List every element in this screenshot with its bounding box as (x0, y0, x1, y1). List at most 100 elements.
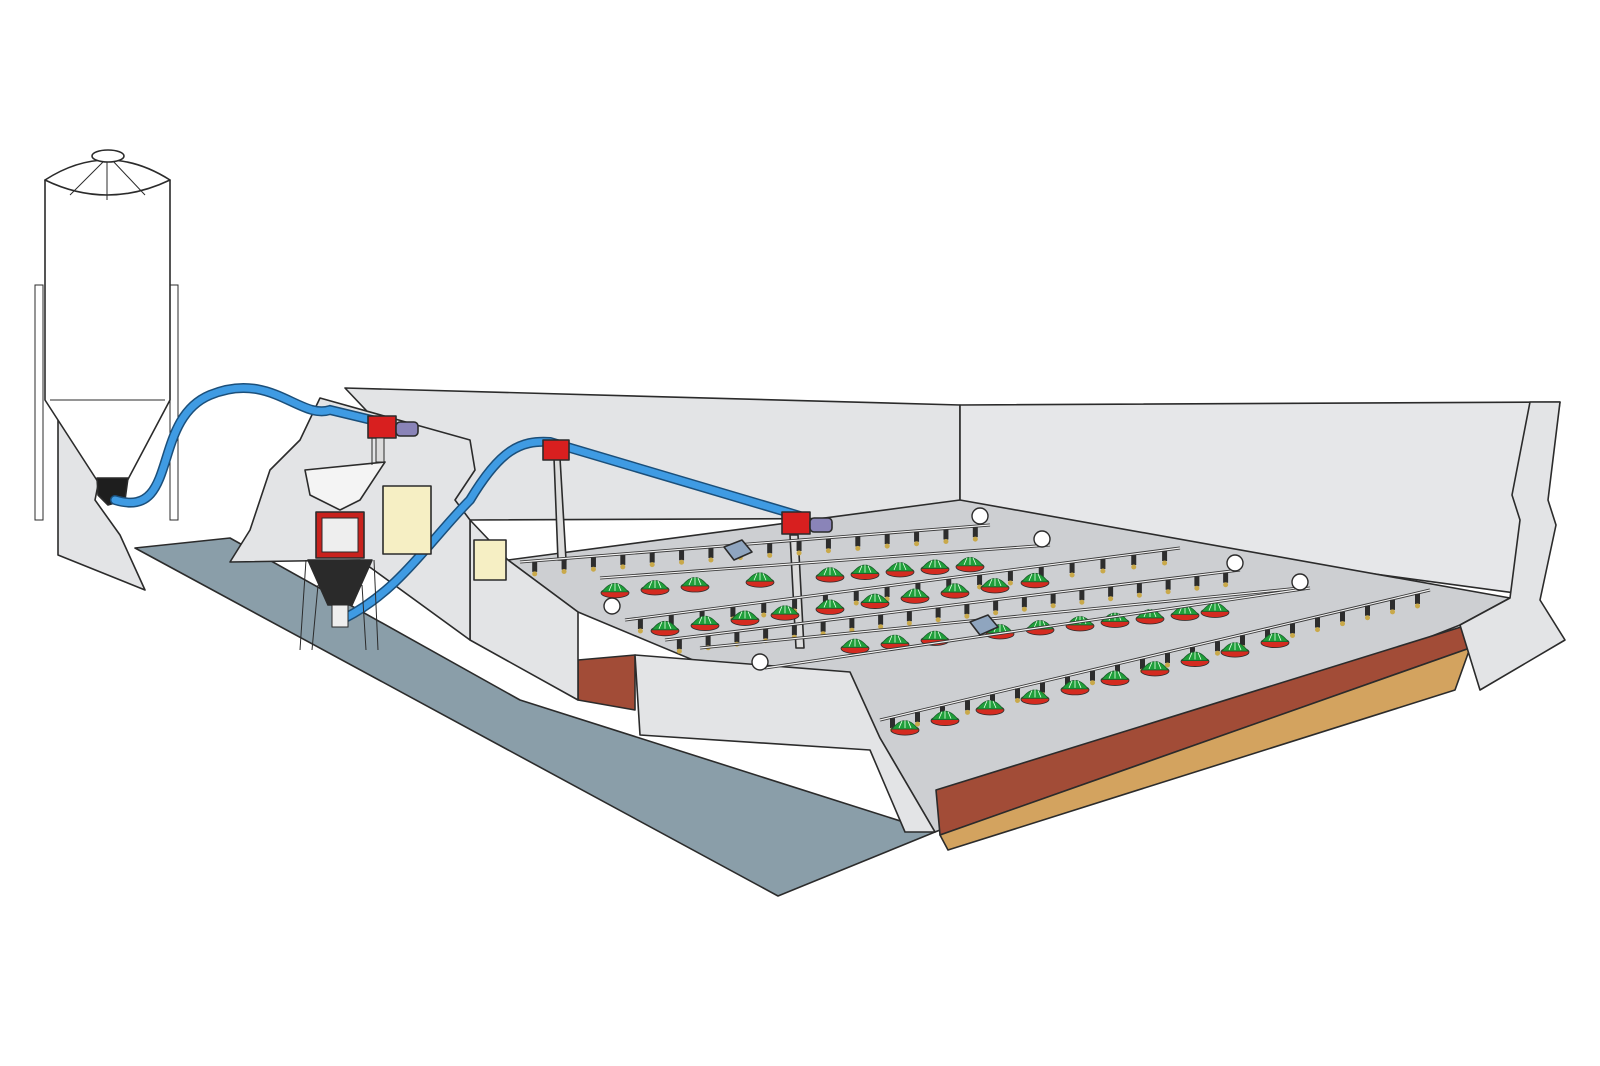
feeder-hanger (990, 694, 995, 705)
feeder-hanger (734, 632, 740, 643)
feeder-drop (1223, 582, 1229, 588)
feeder-drop (590, 566, 596, 572)
feeder-hanger (1069, 563, 1075, 573)
feeder-pan (1020, 572, 1050, 589)
feeder-hanger (914, 531, 920, 542)
feeder-hanger (965, 700, 970, 711)
feeder-drop (935, 617, 941, 623)
feeder-drop (853, 600, 859, 606)
soil-block-left (577, 654, 636, 711)
feeder-hanger (1040, 682, 1045, 693)
feeder-hanger (532, 561, 538, 572)
feeder-hanger (1115, 664, 1120, 675)
feeder-hanger (590, 557, 596, 568)
feeder-hanger (1090, 670, 1095, 681)
corner-turn-wheel (971, 507, 989, 525)
feeder-hanger (935, 607, 941, 618)
feeder-drop (906, 620, 912, 626)
silo-leg-left (34, 284, 44, 521)
feeder-hanger (915, 712, 920, 723)
feeder-hanger (1165, 579, 1171, 590)
silo-top-cap (91, 149, 125, 163)
feeder-hanger (1038, 567, 1044, 577)
feeder-drop (1194, 585, 1200, 591)
feeder-drop (1315, 627, 1320, 633)
feeder-drop (679, 559, 685, 565)
feeder-hanger (878, 614, 884, 625)
feeder-drop (1131, 564, 1137, 570)
feeder-pan (1060, 679, 1090, 696)
feeder-pan (890, 720, 920, 736)
hopper-cone (307, 559, 373, 606)
feeder-drop (1015, 698, 1020, 703)
corner-turn-wheel (603, 597, 621, 615)
feeder-hanger (993, 600, 999, 611)
feeder-hanger (668, 615, 674, 625)
feeder-hanger (676, 639, 682, 650)
feeder-hanger (853, 591, 859, 601)
feeder-pan (730, 610, 760, 626)
feeder-drop (1290, 633, 1295, 638)
feeder-hanger (915, 583, 921, 593)
feeder-drop (943, 538, 949, 544)
corner-turn-wheel (1226, 554, 1244, 572)
feeder-drop (637, 628, 643, 634)
feeder-line-3 (624, 546, 1181, 637)
feeder-drop (1390, 609, 1395, 615)
feeder-hanger (855, 536, 861, 547)
feeder-drop (1069, 572, 1075, 578)
feeder-pan (955, 556, 985, 573)
feeder-hanger (1007, 571, 1013, 581)
feeder-hanger (822, 595, 828, 605)
feeder-hanger (1140, 658, 1145, 669)
feeder-hanger (1079, 590, 1085, 601)
feeder-pan (1260, 632, 1290, 649)
feeder-hanger (1194, 576, 1200, 587)
feeder-line-2 (599, 543, 1051, 599)
feeder-hanger (679, 550, 685, 561)
feeder-pan (600, 582, 630, 599)
feeder-drop (1165, 589, 1171, 595)
feeder-drop (561, 569, 567, 575)
feeder-hanger (946, 579, 952, 589)
feeder-drop (1365, 615, 1370, 621)
feeder-hanger (1065, 676, 1070, 687)
feeder-line-6 (764, 586, 1311, 670)
feeder-pan (690, 615, 720, 632)
feeder-drop (708, 557, 714, 563)
feeder-hanger (649, 552, 655, 563)
feeder-pan (930, 710, 960, 727)
feeder-drop (855, 545, 861, 551)
feeder-drop (1100, 568, 1106, 574)
feeder-hanger (1108, 586, 1114, 597)
feeder-drop (1340, 621, 1345, 627)
feeder-drop (1050, 603, 1056, 609)
feeder-pan (900, 588, 930, 604)
feeder-hanger (1100, 559, 1106, 569)
feeder-line-7 (879, 588, 1431, 736)
feeder-lines (519, 523, 1431, 736)
feeder-pan (1220, 642, 1250, 658)
feeder-hanger (1015, 688, 1020, 699)
feeder-pan (680, 577, 710, 593)
feeder-hanger (1215, 641, 1220, 652)
corner-turn-wheel (751, 653, 769, 671)
feeder-pan (920, 559, 950, 575)
feeder-line-4 (664, 568, 1241, 654)
feeder-hanger (637, 619, 643, 629)
feeder-hanger (1415, 593, 1420, 604)
feeder-drop (1090, 680, 1095, 686)
feeder-hanger (820, 621, 826, 632)
feeder-drop (1415, 603, 1420, 609)
feeder-drop (915, 721, 920, 727)
feeder-hanger (1365, 605, 1370, 616)
front-wall-near (634, 654, 936, 833)
feeder-hanger (977, 575, 983, 585)
feeder-pan (1140, 661, 1170, 677)
feeder-pan (980, 578, 1010, 594)
feeder-hanger (884, 587, 890, 597)
feeder-hanger (943, 529, 949, 540)
feeder-drop (761, 612, 767, 618)
feeder-drop (1215, 650, 1220, 656)
